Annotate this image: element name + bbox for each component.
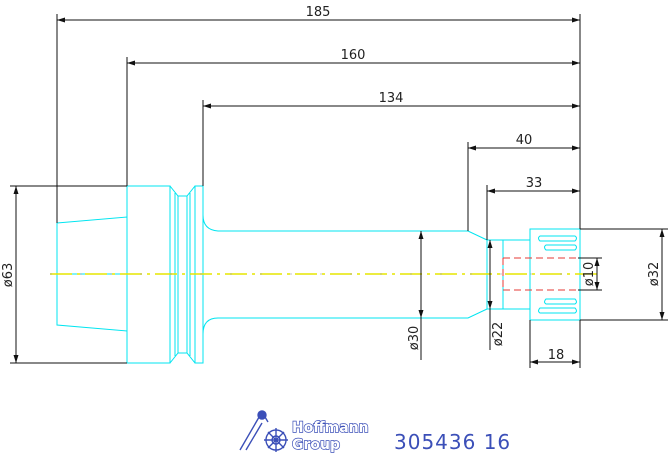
logo-mark-icon bbox=[239, 410, 288, 452]
dim-text-dia-63: ø63 bbox=[1, 263, 16, 288]
slot-top-1 bbox=[538, 235, 577, 242]
dim-text-134: 134 bbox=[379, 91, 404, 106]
dimension-lines bbox=[10, 14, 668, 368]
dim-text-160: 160 bbox=[341, 48, 366, 63]
v-groove bbox=[169, 185, 196, 197]
dim-text-dia-30: ø30 bbox=[407, 326, 422, 351]
dim-text-dia-10: ø10 bbox=[582, 262, 597, 287]
hoffmann-logo: Hoffmann Group bbox=[239, 410, 369, 454]
logo-text-group: Group bbox=[292, 437, 340, 453]
v-groove-lower bbox=[169, 352, 196, 364]
dim-text-18: 18 bbox=[548, 348, 565, 363]
part-number: 305436 16 bbox=[394, 430, 511, 454]
logo-text-hoffmann: Hoffmann bbox=[292, 420, 369, 436]
dim-text-dia-32: ø32 bbox=[647, 262, 662, 287]
dim-text-33: 33 bbox=[526, 176, 543, 191]
slot-bottom-2 bbox=[538, 307, 577, 314]
dim-text-185: 185 bbox=[306, 5, 331, 20]
arrowheads bbox=[13, 17, 665, 365]
hidden-bore bbox=[502, 257, 578, 291]
shaft-lower bbox=[202, 308, 488, 335]
shaft-upper bbox=[202, 214, 488, 241]
dim-text-dia-22: ø22 bbox=[491, 322, 506, 347]
slot-top-2 bbox=[544, 244, 577, 251]
dim-text-40: 40 bbox=[516, 133, 533, 148]
slot-bottom-1 bbox=[544, 298, 577, 305]
